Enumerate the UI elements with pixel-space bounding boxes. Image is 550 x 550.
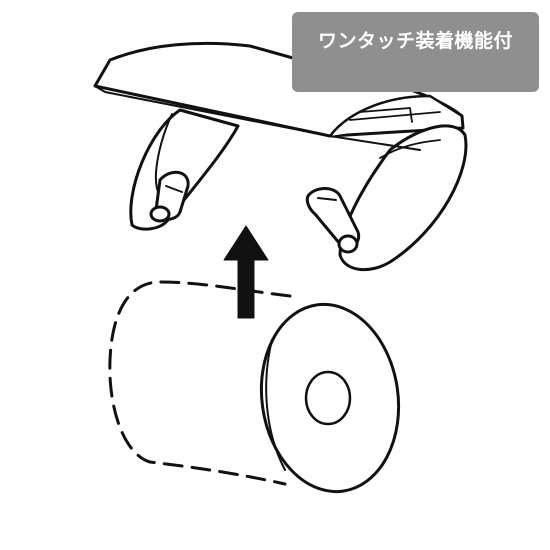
feature-badge-label: ワンタッチ装着機能付	[317, 29, 513, 52]
holder-bracket-icon	[93, 41, 468, 272]
feature-badge: ワンタッチ装着機能付	[292, 12, 539, 92]
paper-roll-icon	[108, 280, 401, 494]
up-arrow-icon	[223, 225, 269, 319]
